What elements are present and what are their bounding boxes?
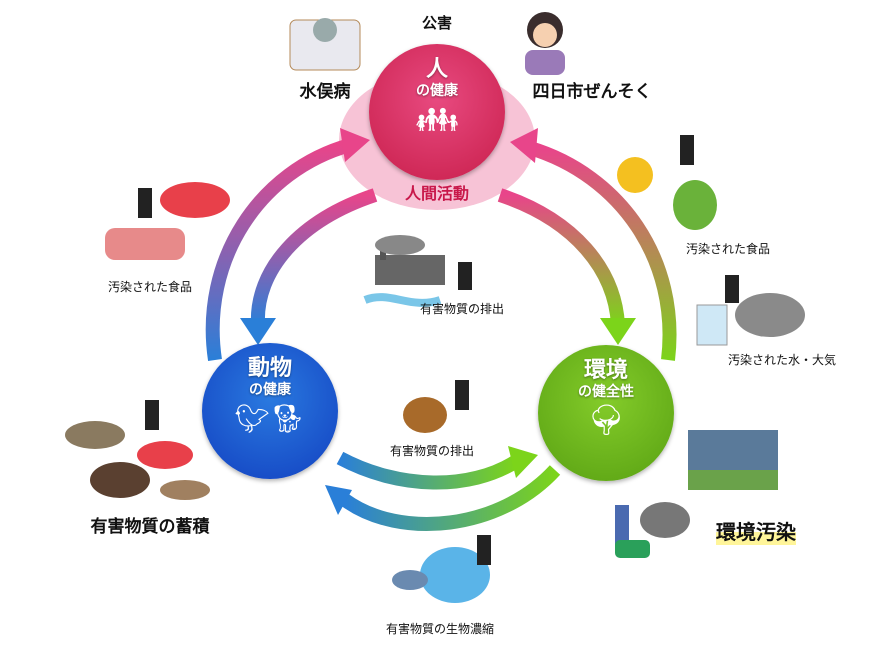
- water-smog-illustration: [696, 275, 805, 346]
- fish-meat-illustration: [105, 182, 230, 260]
- label-discharge-top: 有害物質の排出: [419, 302, 505, 316]
- arrowhead: [240, 318, 276, 345]
- label-yokkaichi: 四日市ぜんそく: [532, 82, 652, 102]
- polluted-river-illustration: [688, 430, 778, 490]
- label-accumulation: 有害物質の蓄積: [90, 517, 210, 537]
- title-pollution: 公害: [421, 14, 453, 32]
- human-health-circle: 人 の健康 👪︎: [369, 44, 505, 180]
- patient-in-bed-illustration: [289, 18, 361, 71]
- city-smog-car-illustration: [615, 502, 690, 558]
- human-subtitle: の健康: [416, 83, 458, 99]
- arrow-env-to-human: [527, 141, 677, 361]
- label-bioconcentration: 有害物質の生物濃縮: [385, 622, 495, 636]
- arrowhead: [600, 318, 636, 345]
- arrow-env-to-animal: [340, 465, 561, 531]
- arrow-human-to-env: [497, 188, 625, 326]
- factory-illustration: [363, 235, 472, 307]
- fruit-vegetable-illustration: [617, 135, 717, 230]
- arrow-human-to-animal: [250, 188, 378, 326]
- animals-icon: 🐦︎🐕︎: [234, 402, 306, 435]
- label-environmental-pollution: 環境汚染: [716, 516, 796, 545]
- animals-illustration: [65, 400, 210, 500]
- label-food-right: 汚染された食品: [685, 242, 771, 256]
- environment-title: 環境: [583, 358, 628, 383]
- label-discharge-mid: 有害物質の排出: [389, 444, 475, 458]
- label-human-activity: 人間活動: [404, 184, 470, 203]
- fish-illustration: [392, 535, 491, 603]
- human-title: 人: [425, 57, 448, 82]
- arrowhead: [325, 485, 352, 515]
- animal-subtitle: の健康: [249, 382, 291, 398]
- family-icon: 👪︎: [415, 100, 459, 140]
- animal-title: 動物: [247, 356, 292, 381]
- arrow-animal-to-human: [205, 138, 352, 362]
- environment-health-circle: 環境 の健全性 🌳︎: [538, 345, 674, 481]
- animal-health-circle: 動物 の健康 🐦︎🐕︎: [202, 343, 338, 479]
- coughing-girl-illustration: [525, 12, 565, 75]
- poop-illustration: [403, 380, 469, 433]
- arrowhead: [508, 446, 538, 478]
- arrow-animal-to-env: [336, 451, 519, 490]
- label-food-left: 汚染された食品: [107, 280, 193, 294]
- arrowhead: [510, 128, 538, 163]
- label-water-air: 汚染された水・大気: [727, 353, 837, 367]
- environment-subtitle: の健全性: [578, 384, 634, 400]
- arrowhead: [340, 128, 370, 162]
- tree-icon: 🌳︎: [586, 403, 626, 438]
- label-minamata: 水俣病: [299, 82, 351, 102]
